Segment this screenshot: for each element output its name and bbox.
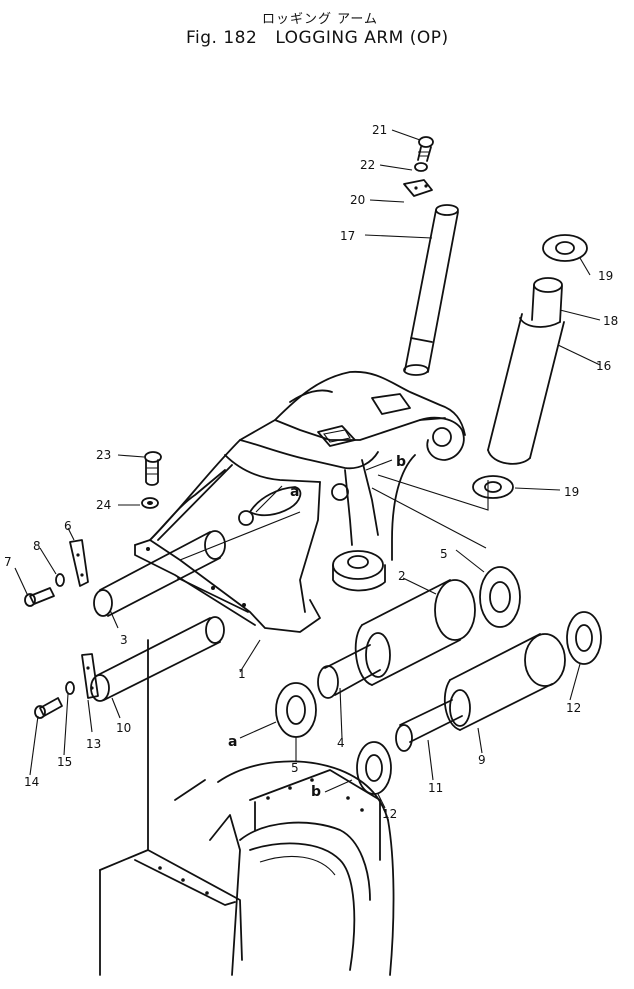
roller-2-assembly xyxy=(317,566,521,699)
callout-23: 23 xyxy=(96,448,111,462)
bolt-23-assembly xyxy=(141,451,162,509)
callout-19-upper: 19 xyxy=(598,269,613,283)
callout-15: 15 xyxy=(57,755,72,769)
ref-a-lower: a xyxy=(228,734,237,750)
callout-10: 10 xyxy=(116,721,131,735)
callout-13: 13 xyxy=(86,737,101,751)
pin-10-assembly xyxy=(34,616,225,719)
machine-frame xyxy=(99,639,395,976)
callout-2: 2 xyxy=(398,569,406,583)
callout-5-lower: 5 xyxy=(291,761,299,775)
figure-header: ロッギング アーム Fig. 182 LOGGING ARM (OP) xyxy=(0,0,634,56)
callout-12-right: 12 xyxy=(566,701,581,715)
callout-21: 21 xyxy=(372,123,387,137)
callout-6: 6 xyxy=(64,519,72,533)
callout-4: 4 xyxy=(337,736,345,750)
callout-12-lower: 12 xyxy=(382,807,397,821)
callout-22: 22 xyxy=(360,158,375,172)
callout-14: 14 xyxy=(24,775,39,789)
callout-labels: 1 2 3 4 5 5 6 7 8 9 10 11 12 12 13 14 15… xyxy=(4,123,618,821)
roller-9-assembly xyxy=(395,611,602,752)
callout-3: 3 xyxy=(120,633,128,647)
japanese-title: ロッギング アーム xyxy=(262,12,378,27)
figure-name: LOGGING ARM (OP) xyxy=(275,28,449,48)
callout-1: 1 xyxy=(238,667,246,681)
sleeve-assembly xyxy=(472,234,588,499)
callout-17: 17 xyxy=(340,229,355,243)
reference-labels: a a b b xyxy=(228,454,406,800)
ref-a-upper: a xyxy=(290,484,299,500)
ref-b-upper: b xyxy=(396,454,406,470)
lower-bearings xyxy=(275,682,392,795)
leader-lines xyxy=(14,129,601,809)
callout-8: 8 xyxy=(33,539,41,553)
callout-7: 7 xyxy=(4,555,12,569)
callout-11: 11 xyxy=(428,781,443,795)
ref-b-lower: b xyxy=(311,784,321,800)
callout-20: 20 xyxy=(350,193,365,207)
figure-title: Fig. 182 LOGGING ARM (OP) xyxy=(186,28,449,48)
callout-19-lower: 19 xyxy=(564,485,579,499)
figure-number: Fig. 182 xyxy=(186,28,258,48)
callout-16: 16 xyxy=(596,359,611,373)
callout-5-upper: 5 xyxy=(440,547,448,561)
callout-24: 24 xyxy=(96,498,111,512)
pin-17-assembly xyxy=(403,136,459,376)
callout-9: 9 xyxy=(478,753,486,767)
callout-18: 18 xyxy=(603,314,618,328)
pin-3-assembly xyxy=(24,530,226,617)
logging-arm-bracket xyxy=(134,370,466,633)
